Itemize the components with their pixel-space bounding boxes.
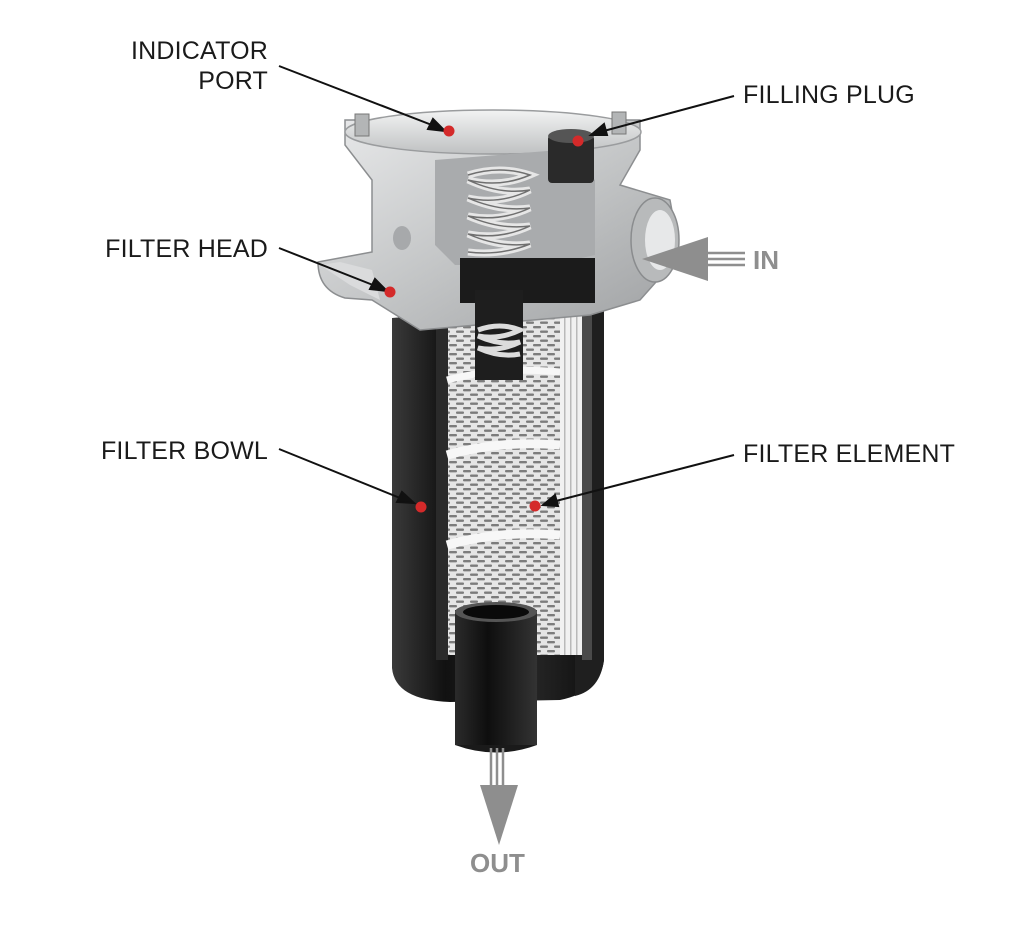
- marker-dot-filter-head: [384, 286, 396, 298]
- marker-dot-indicator-port: [443, 125, 455, 137]
- label-indicator-port-line1: INDICATOR: [131, 37, 268, 65]
- callout-line-indicator-port: [278, 65, 438, 128]
- arrowhead-filter-element: [540, 493, 560, 508]
- label-indicator-port-line2: PORT: [198, 67, 268, 95]
- label-filling-plug: FILLING PLUG: [743, 81, 915, 109]
- bypass-spring-shape: [466, 166, 540, 380]
- inlet-flow-arrow: [642, 237, 745, 281]
- arrowhead-filter-bowl: [395, 490, 417, 505]
- marker-dots: [384, 125, 584, 513]
- label-filter-bowl: FILTER BOWL: [100, 437, 268, 465]
- label-flow-out: OUT: [470, 848, 525, 878]
- callout-line-filter-element: [551, 454, 735, 503]
- callout-line-filter-head: [278, 247, 379, 288]
- arrowhead-filling-plug: [588, 122, 609, 136]
- callout-line-filter-bowl: [278, 448, 406, 501]
- marker-dot-filter-bowl: [415, 501, 427, 513]
- marker-dot-filter-element: [529, 500, 541, 512]
- arrowhead-filter-head: [368, 277, 390, 293]
- marker-dot-filling-plug: [572, 135, 584, 147]
- callout-lines: [278, 65, 735, 508]
- arrowhead-indicator-port: [426, 117, 448, 133]
- label-filter-element: FILTER ELEMENT: [743, 440, 956, 468]
- callout-line-filling-plug: [599, 95, 735, 133]
- label-filter-head: FILTER HEAD: [105, 235, 268, 263]
- outlet-flow-arrow: [480, 748, 518, 845]
- label-flow-in: IN: [753, 245, 779, 275]
- outlet-pipe-shape: [455, 602, 537, 753]
- label-indicator-port: INDICATOR PORT: [98, 36, 268, 96]
